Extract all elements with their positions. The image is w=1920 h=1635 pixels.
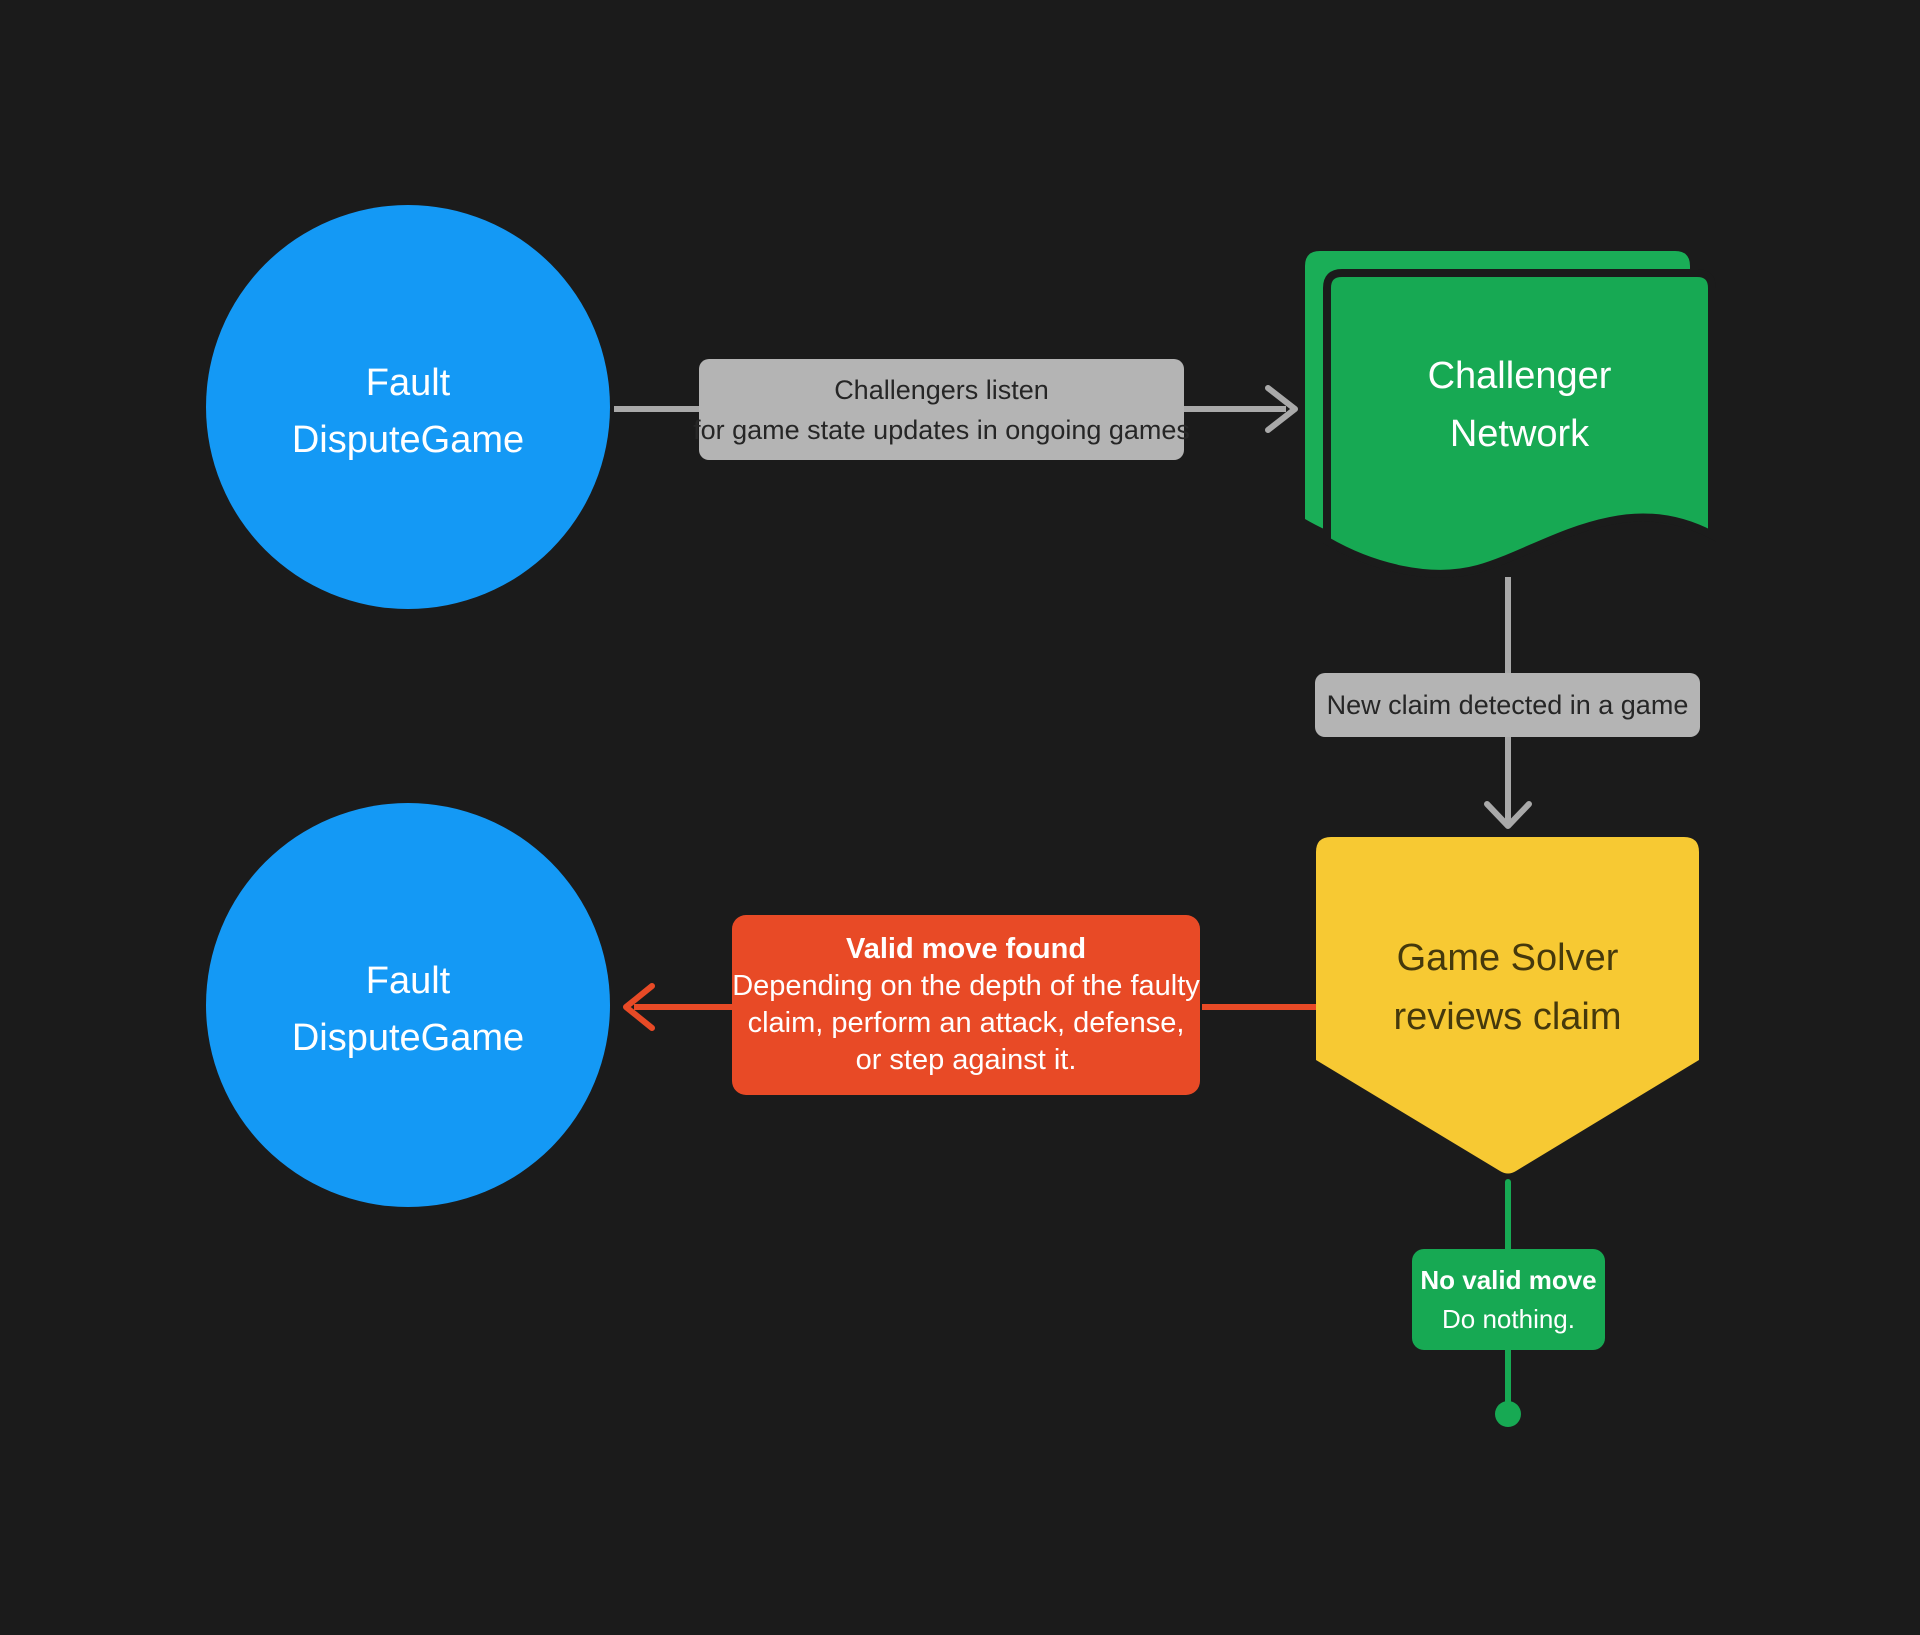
callout-title: No valid move (1420, 1264, 1597, 1295)
node-label-line: Network (1449, 413, 1590, 455)
pentagon-shape (1316, 837, 1699, 1174)
node-fault-dispute-game-bottom: Fault DisputeGame (206, 803, 610, 1207)
node-label-line: Game Solver (1396, 937, 1619, 979)
node-label-line: DisputeGame (291, 1016, 525, 1059)
node-label-line: DisputeGame (291, 418, 525, 461)
flag-front-shape (1323, 269, 1716, 578)
terminal-dot (1495, 1401, 1521, 1427)
callout-title: Valid move found (845, 933, 1087, 965)
edge-label-new-claim: New claim detected in a game (1315, 673, 1700, 737)
callout-no-valid-move: No valid move Do nothing. (1412, 1249, 1605, 1350)
callout-body-line: Depending on the depth of the faulty (732, 970, 1200, 1002)
callout-body-line: claim, perform an attack, defense, (747, 1007, 1185, 1039)
down-arrowhead-icon (1484, 801, 1532, 829)
left-arrowhead-icon (623, 983, 655, 1031)
right-arrowhead-icon (1265, 385, 1298, 433)
edge-label-line: Challengers listen (834, 374, 1049, 405)
callout-body-line: or step against it. (855, 1044, 1077, 1076)
edge-label-line: New claim detected in a game (1326, 690, 1689, 720)
callout-valid-move-found: Valid move found Depending on the depth … (732, 915, 1200, 1095)
node-label-line: Challenger (1427, 355, 1612, 397)
node-label-line: reviews claim (1393, 996, 1622, 1038)
node-game-solver-label: Game Solver reviews claim (1316, 929, 1699, 1047)
edge-label-challengers-listen: Challengers listen for game state update… (693, 359, 1190, 460)
node-challenger-network-label: Challenger Network (1327, 273, 1712, 537)
node-label-line: Fault (365, 959, 451, 1002)
node-label-line: Fault (365, 361, 451, 404)
node-fault-dispute-game-top: Fault DisputeGame (206, 205, 610, 609)
edge-label-line: for game state updates in ongoing games (693, 414, 1190, 445)
callout-body-line: Do nothing. (1442, 1303, 1575, 1334)
